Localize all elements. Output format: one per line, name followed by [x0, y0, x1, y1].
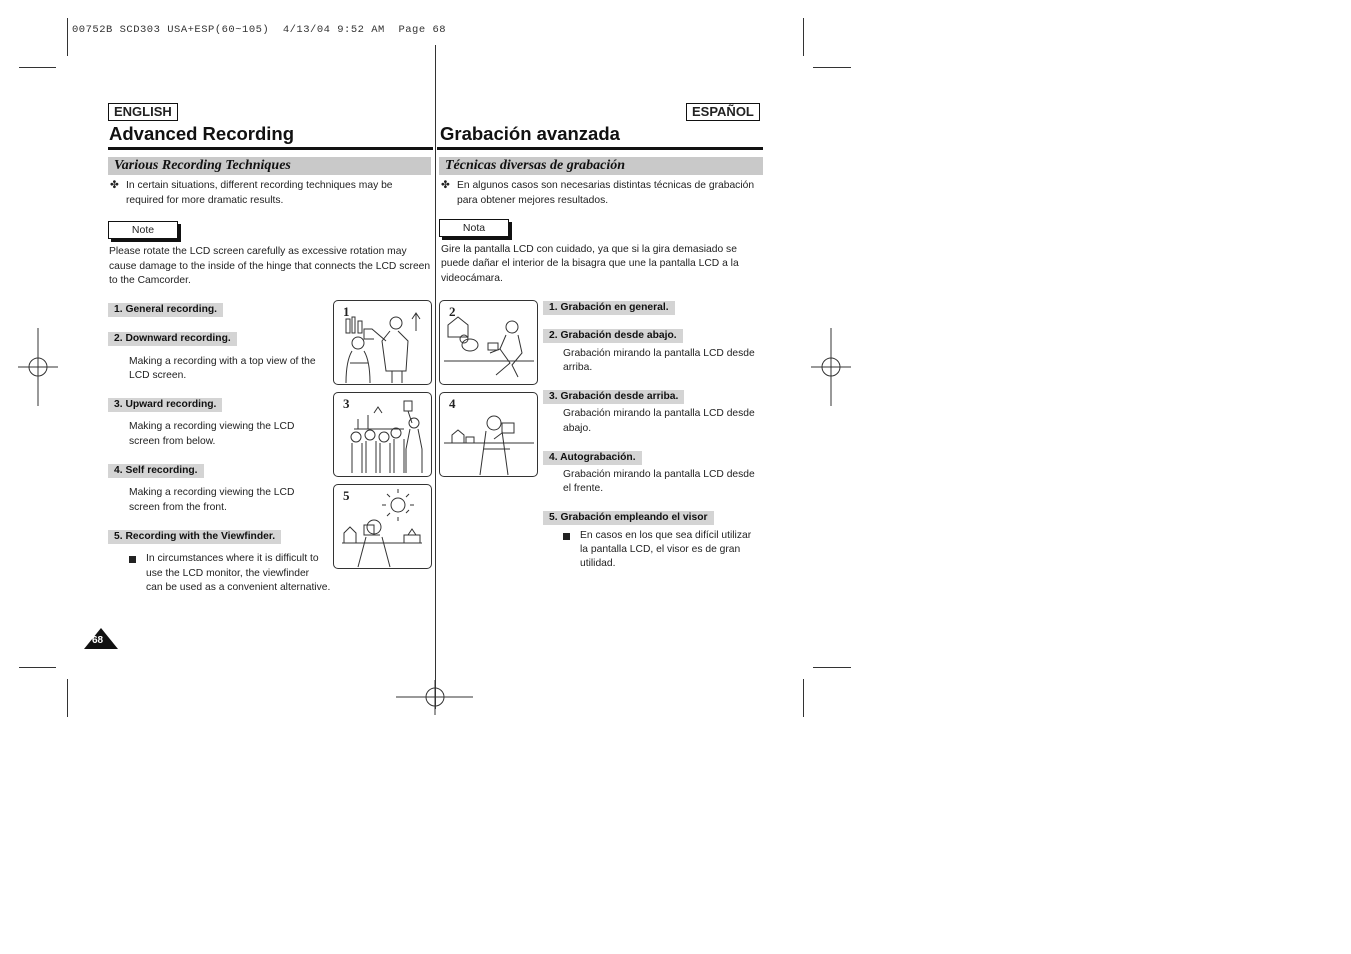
upward-recording-icon [350, 400, 423, 473]
crop-mark [803, 679, 804, 717]
page-title: Advanced Recording [109, 123, 295, 144]
illustration-viewfinder-recording: 5 [333, 484, 432, 569]
illustration-number: 1 [343, 304, 350, 319]
step-heading: 3. Upward recording. [108, 398, 223, 412]
illustration-upward-recording: 3 [333, 392, 432, 477]
intro-bullet-icon: ✤ [441, 180, 450, 191]
step-description: Grabación mirando la pantalla LCD desde [563, 408, 755, 419]
registration-mark-icon [811, 328, 851, 406]
intro-text-line: required for more dramatic results. [126, 195, 284, 206]
step-heading: 4. Autograbación. [543, 451, 642, 465]
illustration-general-recording: 1 [333, 300, 432, 385]
crop-mark [67, 18, 68, 56]
note-text-line: to the Camcorder. [109, 275, 191, 286]
step-description: can be used as a convenient alternative. [146, 582, 331, 593]
print-header: 00752B SCD303 USA+ESP(60~105) 4/13/04 9:… [72, 24, 447, 36]
step-description: utilidad. [580, 558, 616, 569]
title-rule [437, 147, 763, 150]
crop-mark [67, 679, 68, 717]
square-bullet-icon [563, 533, 570, 540]
illustration-number: 2 [449, 304, 456, 319]
page-number-badge [84, 628, 118, 649]
viewfinder-recording-icon [342, 489, 422, 568]
illustration-downward-recording: 2 [439, 300, 538, 385]
general-recording-icon [345, 312, 421, 384]
step-description: screen from the front. [129, 502, 227, 513]
center-fold-line [435, 45, 436, 709]
step-description: use the LCD monitor, the viewfinder [146, 568, 310, 579]
step-description: Grabación mirando la pantalla LCD desde [563, 348, 755, 359]
step-description: Making a recording viewing the LCD [129, 487, 295, 498]
step-heading: 5. Recording with the Viewfinder. [108, 530, 282, 544]
step-description: abajo. [563, 423, 592, 434]
intro-text-line: En algunos casos son necesarias distinta… [457, 180, 755, 191]
note-text-line: Gire la pantalla LCD con cuidado, ya que… [441, 244, 737, 255]
step-heading: 2. Grabación desde abajo. [543, 329, 683, 343]
title-rule [108, 147, 433, 150]
registration-mark-icon [18, 328, 58, 406]
self-recording-icon [444, 415, 534, 476]
step-heading: 4. Self recording. [108, 464, 204, 478]
note-label: Nota [439, 219, 509, 237]
crop-mark [813, 67, 851, 68]
step-description: LCD screen. [129, 370, 187, 381]
note-text-line: puede dañar el interior de la bisagra qu… [441, 258, 739, 269]
step-description: In circumstances where it is difficult t… [146, 553, 319, 564]
crop-mark [813, 667, 851, 668]
step-description: Grabación mirando la pantalla LCD desde [563, 469, 755, 480]
step-heading: 2. Downward recording. [108, 332, 237, 346]
note-text-line: videocámara. [441, 273, 503, 284]
step-heading: 1. Grabación en general. [543, 301, 675, 315]
illustration-number: 4 [449, 396, 456, 411]
step-description: screen from below. [129, 436, 216, 447]
page-number: 68 [92, 635, 104, 646]
section-heading: Various Recording Techniques [108, 157, 431, 175]
illustration-self-recording: 4 [439, 392, 538, 477]
step-description: Making a recording viewing the LCD [129, 421, 295, 432]
illustration-number: 5 [343, 488, 350, 503]
crop-mark [19, 667, 56, 668]
illustration-number: 3 [343, 396, 350, 411]
note-text-line: Please rotate the LCD screen carefully a… [109, 246, 407, 257]
step-heading: 5. Grabación empleando el visor [543, 511, 714, 525]
note-text-line: cause damage to the inside of the hinge … [109, 261, 431, 272]
step-description: En casos en los que sea difícil utilizar [580, 530, 752, 541]
crop-mark [19, 67, 56, 68]
square-bullet-icon [129, 556, 136, 563]
language-tab-spanish: ESPAÑOL [686, 103, 760, 121]
step-heading: 1. General recording. [108, 303, 224, 317]
downward-recording-icon [444, 316, 534, 378]
step-description: el frente. [563, 483, 604, 494]
language-tab-english: ENGLISH [108, 103, 178, 121]
step-heading: 3. Grabación desde arriba. [543, 390, 685, 404]
section-heading-text: Various Recording Techniques [114, 158, 291, 173]
intro-text-line: para obtener mejores resultados. [457, 195, 609, 206]
crop-mark [803, 18, 804, 56]
page-title: Grabación avanzada [440, 123, 620, 144]
section-heading: Técnicas diversas de grabación [439, 157, 763, 175]
note-label: Note [108, 221, 178, 239]
step-description: arriba. [563, 362, 593, 373]
section-heading-text: Técnicas diversas de grabación [445, 158, 626, 173]
step-description: la pantalla LCD, el visor es de gran [580, 544, 741, 555]
intro-bullet-icon: ✤ [110, 180, 119, 191]
step-description: Making a recording with a top view of th… [129, 356, 316, 367]
intro-text-line: In certain situations, different recordi… [126, 180, 393, 191]
